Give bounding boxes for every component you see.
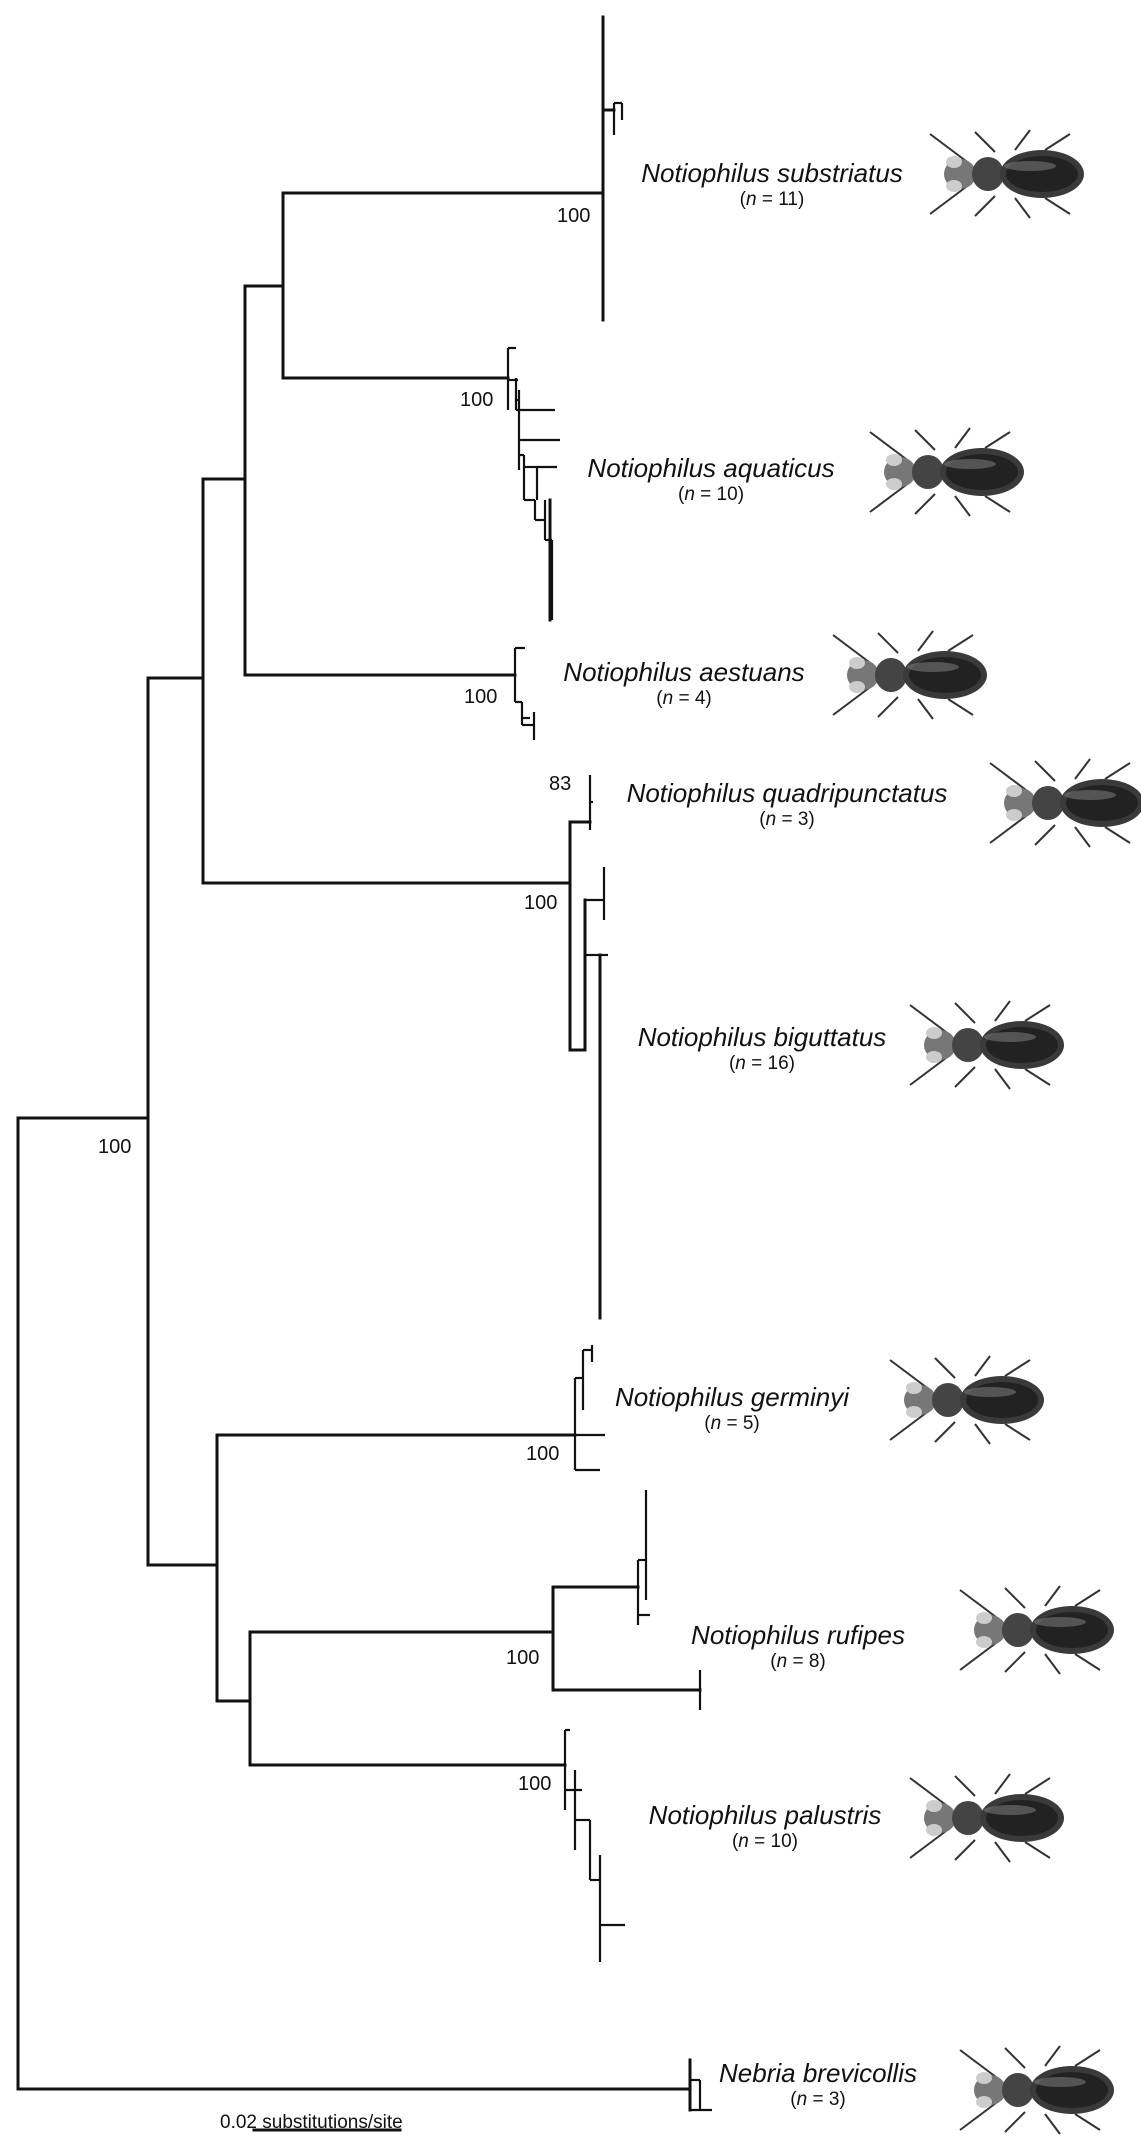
support-quad-biguttatus: 100 xyxy=(524,892,557,914)
beetle-photo-icon xyxy=(910,1001,1064,1089)
beetle-photo-icon xyxy=(910,1774,1064,1862)
sample-count: (n = 16) xyxy=(638,1052,887,1076)
taxon-label-germinyi: Notiophilus germinyi (n = 5) xyxy=(615,1382,849,1436)
sample-count: (n = 3) xyxy=(627,808,948,832)
taxon-label-biguttatus: Notiophilus biguttatus (n = 16) xyxy=(638,1022,887,1076)
taxon-label-aquaticus: Notiophilus aquaticus (n = 10) xyxy=(587,453,834,507)
beetle-photo-icon xyxy=(960,1586,1114,1674)
sample-count: (n = 3) xyxy=(719,2088,917,2112)
beetle-photo-icon xyxy=(990,759,1141,847)
support-aquaticus: 100 xyxy=(460,389,493,411)
taxon-name: Notiophilus quadripunctatus xyxy=(627,778,948,808)
taxon-name: Notiophilus biguttatus xyxy=(638,1022,887,1052)
sample-count: (n = 10) xyxy=(587,483,834,507)
sample-count: (n = 11) xyxy=(641,188,903,212)
sample-count: (n = 4) xyxy=(563,687,804,711)
taxon-name: Notiophilus rufipes xyxy=(691,1620,905,1650)
scale-bar-label: 0.02 substitutions/site xyxy=(220,2112,403,2134)
support-quadripunctatus: 83 xyxy=(549,773,571,795)
tree-branches xyxy=(18,17,712,2130)
beetle-photo-icon xyxy=(870,428,1024,516)
support-germinyi: 100 xyxy=(526,1443,559,1465)
support-rufipes: 100 xyxy=(506,1647,539,1669)
taxon-label-substriatus: Notiophilus substriatus (n = 11) xyxy=(641,158,903,212)
beetle-photo-icon xyxy=(833,631,987,719)
bootstrap-values: 100 100 100 100 83 100 100 100 100 xyxy=(98,205,590,1795)
taxon-label-rufipes: Notiophilus rufipes (n = 8) xyxy=(691,1620,905,1674)
beetle-photo-icon xyxy=(930,130,1084,218)
taxon-label-brevicollis: Nebria brevicollis (n = 3) xyxy=(719,2058,917,2112)
support-substriatus: 100 xyxy=(557,205,590,227)
support-palustris: 100 xyxy=(518,1773,551,1795)
taxon-label-quadripunctatus: Notiophilus quadripunctatus (n = 3) xyxy=(627,778,948,832)
sample-count: (n = 10) xyxy=(649,1830,882,1854)
beetle-photo-icon xyxy=(890,1356,1044,1444)
beetle-photo-icon xyxy=(960,2046,1114,2134)
sample-count: (n = 5) xyxy=(615,1412,849,1436)
taxon-name: Notiophilus palustris xyxy=(649,1800,882,1830)
taxon-label-palustris: Notiophilus palustris (n = 10) xyxy=(649,1800,882,1854)
taxon-name: Nebria brevicollis xyxy=(719,2058,917,2088)
taxon-name: Notiophilus substriatus xyxy=(641,158,903,188)
sample-count: (n = 8) xyxy=(691,1650,905,1674)
taxon-name: Notiophilus aestuans xyxy=(563,657,804,687)
taxon-name: Notiophilus aquaticus xyxy=(587,453,834,483)
taxon-name: Notiophilus germinyi xyxy=(615,1382,849,1412)
support-root: 100 xyxy=(98,1136,131,1158)
taxon-label-aestuans: Notiophilus aestuans (n = 4) xyxy=(563,657,804,711)
support-aestuans: 100 xyxy=(464,686,497,708)
